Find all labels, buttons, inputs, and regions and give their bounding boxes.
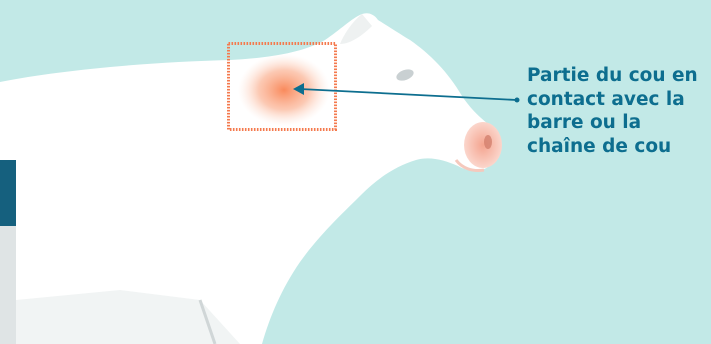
- side-tab: [0, 160, 16, 226]
- callout-pointer-dot: [515, 98, 520, 103]
- cow-muzzle: [464, 122, 502, 168]
- neck-contact-callout: Partie du cou en contact avec la barre o…: [527, 64, 709, 158]
- callout-line-3: barre ou la: [527, 111, 709, 135]
- callout-line-1: Partie du cou en: [527, 64, 709, 88]
- callout-line-2: contact avec la: [527, 88, 709, 112]
- callout-line-4: chaîne de cou: [527, 135, 709, 159]
- cow-nostril: [484, 135, 492, 149]
